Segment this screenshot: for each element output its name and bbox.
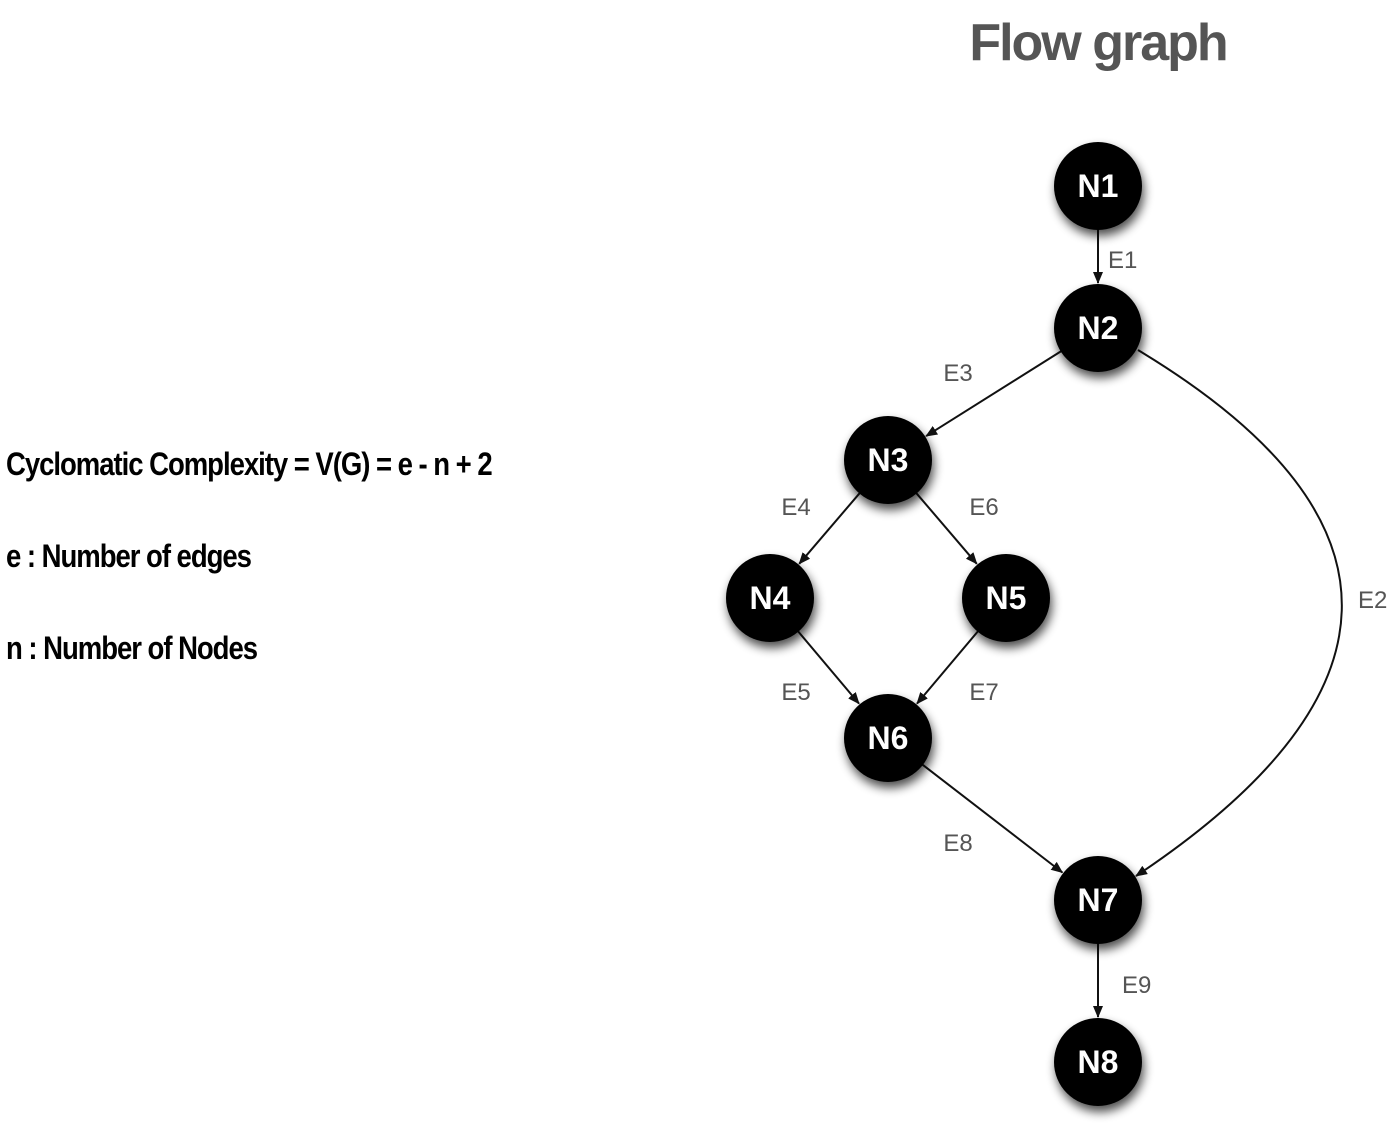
- node-label: N1: [1078, 168, 1119, 204]
- edge-e5: [796, 629, 860, 705]
- node-circle: [1054, 856, 1142, 944]
- node-label: N7: [1078, 882, 1119, 918]
- edge-e7: [916, 629, 980, 705]
- node-n4: N4: [726, 554, 814, 642]
- node-n8: N8: [1054, 1018, 1142, 1106]
- node-n5: N5: [962, 554, 1050, 642]
- node-label: N3: [868, 442, 909, 478]
- node-n6: N6: [844, 694, 932, 782]
- edge-label-e6: E6: [969, 494, 998, 521]
- edge-e2: [1135, 349, 1343, 877]
- edges-definition: e : Number of edges: [6, 538, 252, 574]
- edge-e3: [925, 349, 1063, 437]
- cyclomatic-formula: Cyclomatic Complexity = V(G) = e - n + 2: [6, 446, 493, 482]
- node-label: N4: [750, 580, 791, 616]
- node-label: N8: [1078, 1044, 1119, 1080]
- edge-e6: [914, 491, 978, 565]
- edge-e8: [920, 762, 1064, 874]
- node-label: N6: [868, 720, 909, 756]
- edge-label-e3: E3: [943, 360, 972, 387]
- edge-label-e2: E2: [1358, 587, 1387, 614]
- nodes-definition: n : Number of Nodes: [6, 630, 258, 666]
- node-n7: N7: [1054, 856, 1142, 944]
- node-circle: [726, 554, 814, 642]
- node-n2: N2: [1054, 284, 1142, 372]
- node-circle: [962, 554, 1050, 642]
- node-circle: [844, 416, 932, 504]
- edges-layer: [796, 228, 1343, 1018]
- node-circle: [1054, 1018, 1142, 1106]
- node-n1: N1: [1054, 142, 1142, 230]
- edge-label-e5: E5: [781, 679, 810, 706]
- edge-label-e7: E7: [969, 679, 998, 706]
- edge-label-e8: E8: [943, 830, 972, 857]
- node-circle: [844, 694, 932, 782]
- edge-label-e4: E4: [781, 494, 810, 521]
- edge-label-e1: E1: [1108, 247, 1137, 274]
- edge-e4: [798, 491, 862, 565]
- diagram-title: Flow graph: [969, 14, 1226, 72]
- edge-label-e9: E9: [1122, 972, 1151, 999]
- node-label: N5: [986, 580, 1027, 616]
- node-n3: N3: [844, 416, 932, 504]
- node-label: N2: [1078, 310, 1119, 346]
- node-circle: [1054, 142, 1142, 230]
- node-circle: [1054, 284, 1142, 372]
